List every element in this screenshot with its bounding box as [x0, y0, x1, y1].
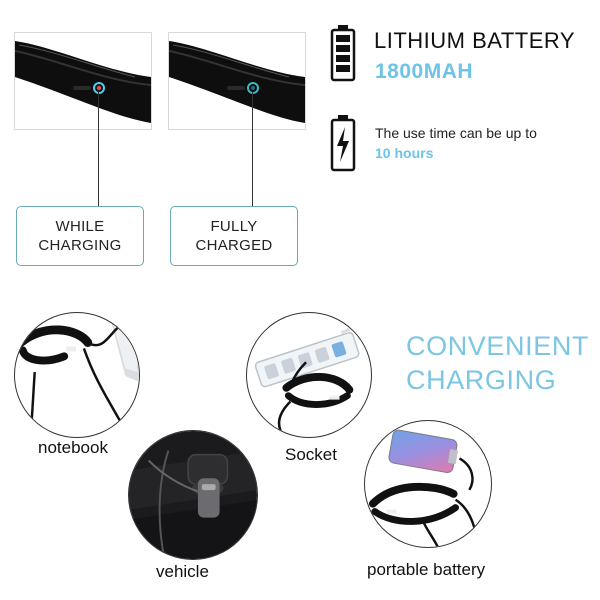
- headset-image: [169, 41, 305, 123]
- battery-capacity: 1800MAH: [375, 60, 474, 83]
- notebook-charging-photo: [14, 312, 140, 438]
- notebook-caption: notebook: [38, 438, 108, 457]
- portable-battery-caption: portable battery: [367, 560, 486, 579]
- headset-photo-fully-charged: [168, 32, 306, 130]
- status-line: CHARGING: [38, 237, 122, 254]
- fully-charged-label: FULLY CHARGED: [170, 206, 298, 266]
- status-line: WHILE: [55, 218, 105, 235]
- led-indicator-icon: [93, 82, 105, 94]
- use-time-text: The use time can be up to: [375, 125, 537, 141]
- led-indicator-icon: [247, 82, 259, 94]
- battery-charging-icon: [330, 115, 356, 172]
- use-time-value: 10 hours: [375, 145, 434, 161]
- while-charging-label: WHILE CHARGING: [16, 206, 144, 266]
- headline-line-1: CONVENIENT: [406, 331, 590, 361]
- status-line: FULLY: [210, 218, 258, 235]
- headline-line-2: CHARGING: [406, 365, 557, 395]
- socket-scene-image: [254, 322, 371, 437]
- portable-battery-scene-image: [368, 429, 481, 547]
- headset-image: [15, 41, 151, 123]
- leader-line: [98, 92, 99, 206]
- leader-line: [252, 92, 253, 206]
- notebook-scene-image: [16, 314, 139, 437]
- headset-photo-while-charging: [14, 32, 152, 130]
- vehicle-charging-photo: [128, 430, 258, 560]
- vehicle-caption: vehicle: [156, 562, 209, 581]
- battery-title: LITHIUM BATTERY: [374, 28, 576, 53]
- socket-charging-photo: [246, 312, 372, 438]
- status-line: CHARGED: [195, 237, 273, 254]
- vehicle-scene-image: [129, 431, 257, 559]
- portable-battery-charging-photo: [364, 420, 492, 548]
- battery-full-icon: [330, 25, 356, 82]
- socket-caption: Socket: [285, 445, 337, 464]
